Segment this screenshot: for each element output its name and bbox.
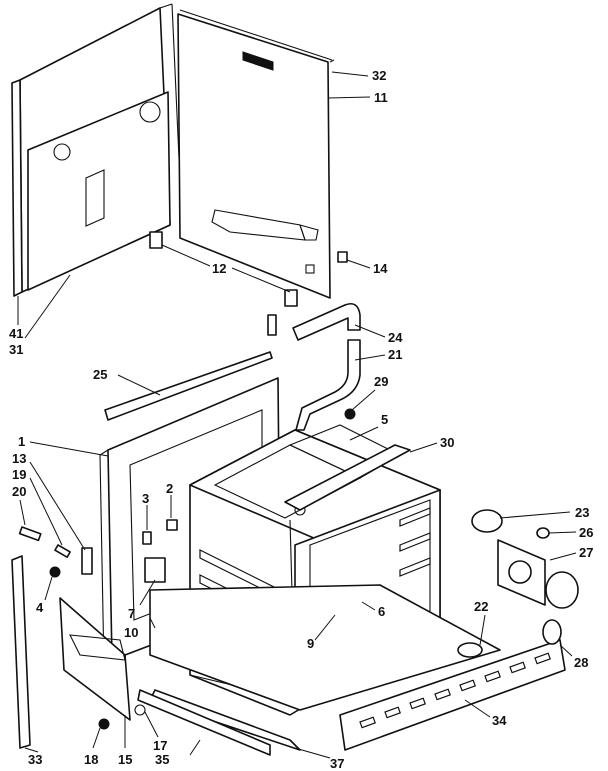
callout-32: 32 bbox=[372, 68, 386, 83]
callout-1: 1 bbox=[18, 434, 25, 449]
kick-panel-vents bbox=[359, 652, 551, 729]
part-3 bbox=[142, 531, 152, 545]
washer-26 bbox=[536, 527, 550, 539]
callout-7: 7 bbox=[128, 606, 135, 621]
light-lens-23 bbox=[471, 509, 503, 533]
callout-17: 17 bbox=[153, 738, 167, 753]
vent-tube bbox=[292, 302, 361, 431]
callout-11: 11 bbox=[374, 90, 388, 105]
front-trim-strip bbox=[104, 351, 273, 421]
callout-labels: 32 11 12 14 41 31 24 21 25 29 1 5 30 13 … bbox=[9, 68, 593, 771]
spring-19 bbox=[54, 544, 71, 558]
callout-14: 14 bbox=[373, 261, 388, 276]
callout-13: 13 bbox=[12, 451, 26, 466]
callout-9: 9 bbox=[307, 636, 314, 651]
callout-30: 30 bbox=[440, 435, 454, 450]
callout-29: 29 bbox=[374, 374, 388, 389]
callout-22: 22 bbox=[474, 599, 488, 614]
callout-12: 12 bbox=[212, 261, 226, 276]
callout-24: 24 bbox=[388, 330, 403, 345]
callout-6: 6 bbox=[378, 604, 385, 619]
grommet-22 bbox=[457, 642, 483, 658]
clip-lower bbox=[284, 289, 298, 307]
callout-26: 26 bbox=[579, 525, 593, 540]
bottom-panel bbox=[149, 584, 501, 711]
callout-2: 2 bbox=[166, 481, 173, 496]
side-panel-left bbox=[11, 3, 183, 297]
callout-33: 33 bbox=[28, 752, 42, 767]
callout-5: 5 bbox=[381, 412, 388, 427]
clip-upper bbox=[149, 231, 163, 249]
clip-14 bbox=[337, 251, 348, 263]
bulb-cover-27 bbox=[545, 571, 579, 609]
callout-4: 4 bbox=[36, 600, 44, 615]
spring-20 bbox=[18, 526, 42, 542]
bulb-28 bbox=[542, 619, 562, 645]
nut-17 bbox=[134, 704, 146, 716]
callout-19: 19 bbox=[12, 467, 26, 482]
screw-18 bbox=[98, 718, 110, 730]
callout-15: 15 bbox=[118, 752, 132, 767]
callout-35: 35 bbox=[155, 752, 169, 767]
callout-18: 18 bbox=[84, 752, 98, 767]
callout-28: 28 bbox=[574, 655, 588, 670]
gasket-33 bbox=[11, 555, 31, 749]
trim-35 bbox=[137, 689, 271, 756]
hinge-13 bbox=[81, 547, 93, 575]
callout-21: 21 bbox=[388, 347, 402, 362]
callout-25: 25 bbox=[93, 367, 107, 382]
callout-23: 23 bbox=[575, 505, 589, 520]
callout-37: 37 bbox=[330, 756, 344, 771]
screw-29 bbox=[344, 408, 356, 420]
callout-34: 34 bbox=[492, 713, 507, 728]
callout-10: 10 bbox=[124, 625, 138, 640]
switch-7 bbox=[144, 557, 166, 583]
hinge-15 bbox=[59, 597, 131, 721]
callout-31: 31 bbox=[9, 342, 23, 357]
part-2 bbox=[166, 519, 178, 531]
callout-3: 3 bbox=[142, 491, 149, 506]
bracket-30 bbox=[284, 444, 411, 511]
callout-27: 27 bbox=[579, 545, 593, 560]
screw-4 bbox=[49, 566, 61, 578]
rear-panel bbox=[177, 9, 335, 299]
callout-41: 41 bbox=[9, 326, 23, 341]
callout-20: 20 bbox=[12, 484, 26, 499]
leader-lines bbox=[17, 71, 577, 759]
kick-panel-34 bbox=[339, 639, 566, 751]
